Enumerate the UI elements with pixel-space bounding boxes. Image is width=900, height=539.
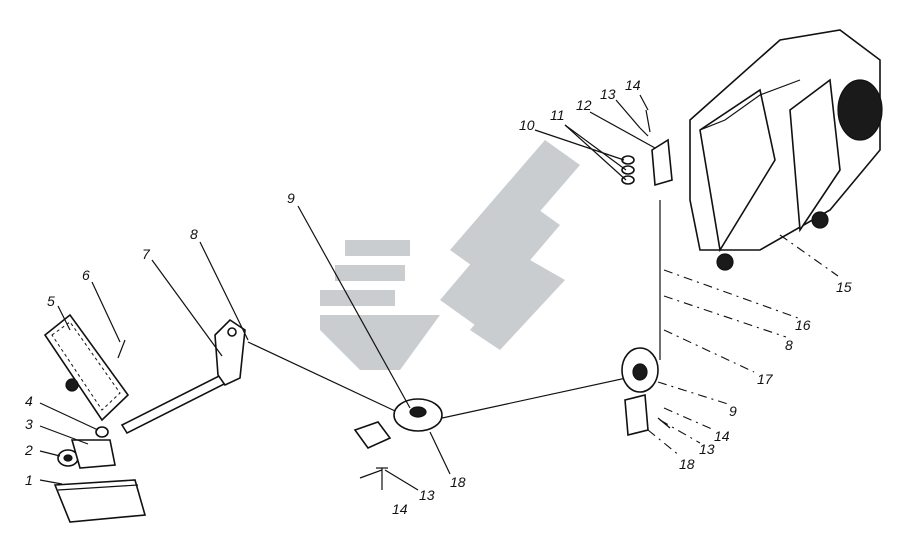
label-18b: 18 bbox=[450, 474, 466, 490]
part-labels: 1 2 3 4 5 6 7 8 9 10 11 12 13 14 15 16 8… bbox=[24, 77, 852, 517]
label-2: 2 bbox=[24, 442, 33, 458]
label-8a: 8 bbox=[190, 226, 198, 242]
label-13a: 13 bbox=[600, 86, 616, 102]
label-10: 10 bbox=[519, 117, 535, 133]
adjuster-parts bbox=[621, 109, 673, 187]
label-8b: 8 bbox=[785, 337, 793, 353]
label-13c: 13 bbox=[419, 487, 435, 503]
leader-lines bbox=[39, 94, 839, 491]
pedal-bracket bbox=[57, 426, 116, 469]
label-13b: 13 bbox=[699, 441, 715, 457]
bolt-right bbox=[657, 417, 671, 429]
label-12: 12 bbox=[576, 97, 592, 113]
label-3: 3 bbox=[25, 416, 33, 432]
label-11: 11 bbox=[550, 107, 565, 123]
pulley-right bbox=[621, 347, 659, 393]
watermark-logo bbox=[320, 140, 580, 370]
label-15: 15 bbox=[836, 279, 852, 295]
pin-part bbox=[117, 339, 126, 359]
label-16: 16 bbox=[795, 317, 811, 333]
pedal-pad bbox=[43, 313, 130, 422]
label-14a: 14 bbox=[625, 77, 641, 93]
label-4: 4 bbox=[25, 393, 33, 409]
base-plate bbox=[53, 479, 147, 523]
label-14b: 14 bbox=[714, 428, 730, 444]
brake-cable bbox=[247, 200, 661, 426]
label-14c: 14 bbox=[392, 501, 408, 517]
brake-assembly bbox=[689, 29, 883, 271]
label-6: 6 bbox=[82, 267, 90, 283]
label-1: 1 bbox=[25, 472, 33, 488]
label-9b: 9 bbox=[729, 403, 737, 419]
pulley-bracket-right bbox=[624, 393, 649, 437]
label-18a: 18 bbox=[679, 456, 695, 472]
label-7: 7 bbox=[142, 246, 151, 262]
pedal-shaft bbox=[120, 318, 246, 435]
label-17: 17 bbox=[757, 371, 774, 387]
pulley-bracket-left bbox=[353, 421, 392, 449]
pulley-left bbox=[393, 398, 443, 432]
label-9a: 9 bbox=[287, 190, 295, 206]
bolt-left bbox=[376, 467, 388, 490]
label-5: 5 bbox=[47, 293, 55, 309]
